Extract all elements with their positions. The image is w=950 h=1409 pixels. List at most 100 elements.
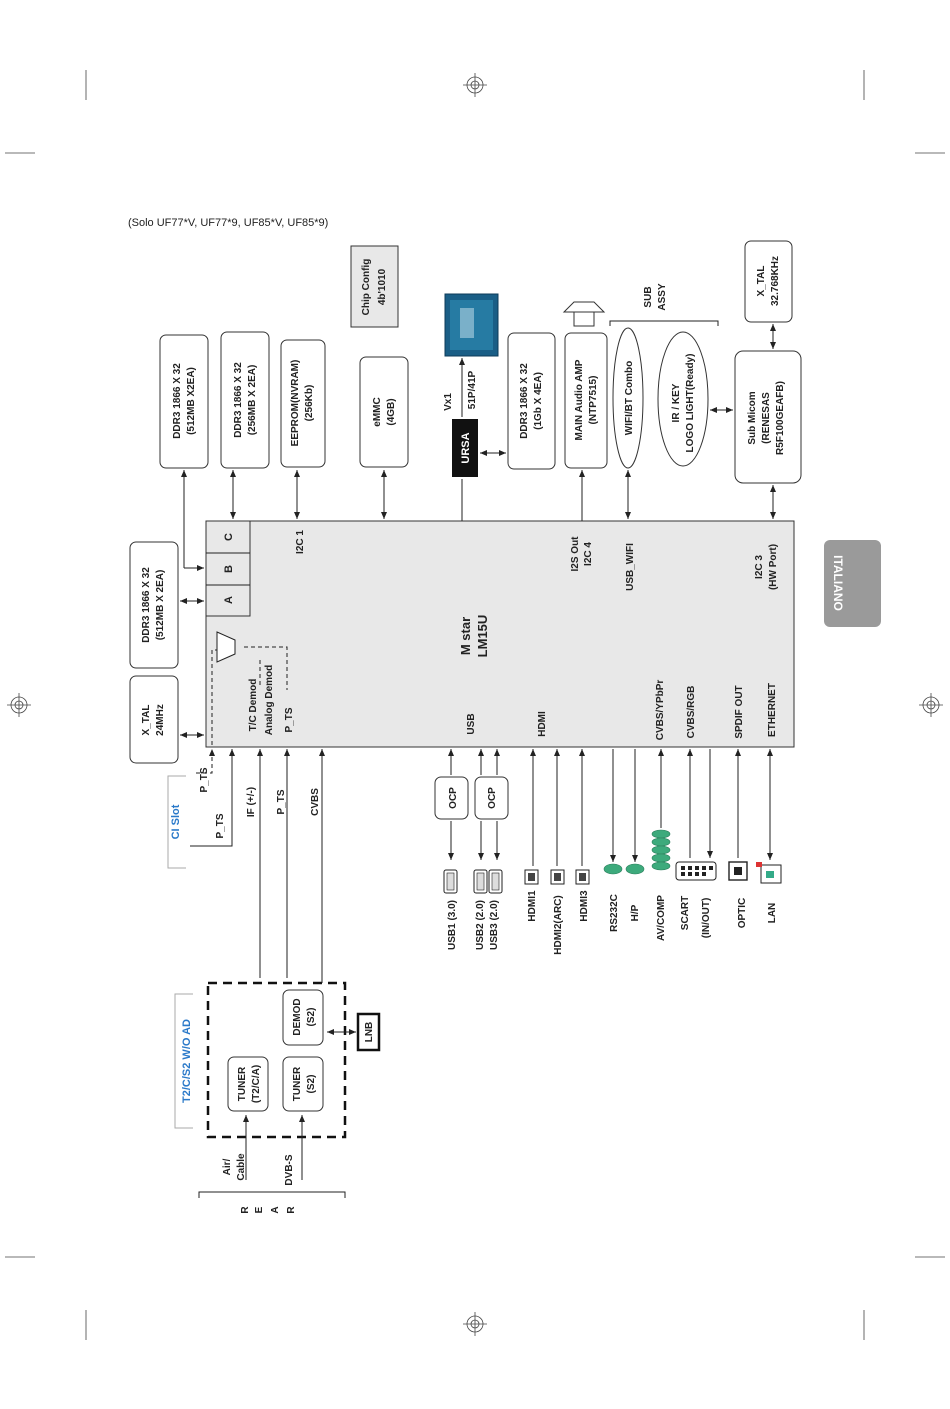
svg-text:A: A [270, 1206, 281, 1213]
soc-block: A B C M star LM15U I2C 1 I2S Out I2C 4 U… [205, 520, 795, 748]
soc-port-cvbs-rgb: CVBS/RGB [686, 686, 697, 739]
arrowheads [180, 324, 776, 1122]
svg-text:(RENESAS: (RENESAS [761, 392, 772, 444]
soc-port-a: A [223, 596, 235, 604]
ursa-block: URSA [452, 419, 478, 477]
svg-text:SUB: SUB [643, 286, 654, 307]
lan-label: LAN [767, 903, 778, 924]
lvds-pins-label: 51P/41P [467, 370, 478, 409]
sub-assy-bracket: SUB ASSY [609, 283, 719, 326]
svg-text:WIFI/BT Combo: WIFI/BT Combo [624, 361, 635, 435]
ci-pts-label-b: P_TS [215, 813, 226, 838]
ddr-a-block: DDR3 1866 X 32 (512MB X 2EA) [129, 541, 179, 669]
svg-text:R5F100GEAFB): R5F100GEAFB) [775, 381, 786, 455]
svg-text:X_TAL: X_TAL [141, 705, 152, 736]
hdmi-port-icon [575, 869, 590, 885]
vx1-label: Vx1 [443, 393, 454, 411]
hdmi2-label: HDMI2(ARC) [553, 895, 564, 954]
soc-port-ethernet: ETHERNET [767, 683, 778, 737]
soc-name-line1: M star [458, 617, 473, 655]
air-cable-label-1: Air/ [222, 1158, 233, 1175]
svg-text:E: E [254, 1206, 265, 1213]
usb2-label: USB2 (2.0) [475, 900, 486, 950]
svg-text:(S2): (S2) [306, 1075, 317, 1094]
speaker-icon [562, 301, 606, 327]
svg-text:X_TAL: X_TAL [756, 266, 767, 297]
registration-mark-bottom-icon [463, 1312, 487, 1336]
registration-mark-left-icon [7, 693, 31, 717]
usb3-label: USB3 (2.0) [489, 900, 500, 950]
svg-text:DDR3 1866 X 32: DDR3 1866 X 32 [233, 362, 244, 438]
registration-mark-top-icon [463, 73, 487, 97]
svg-text:T2/C/S2 W/O AD: T2/C/S2 W/O AD [181, 1019, 193, 1103]
model-note: (Solo UF77*V, UF77*9, UF85*V, UF85*9) [128, 217, 328, 229]
registration-mark-right-icon [919, 693, 943, 717]
scart-port-icon [675, 861, 717, 881]
svg-text:IR / KEY: IR / KEY [671, 383, 682, 422]
svg-text:OCP: OCP [448, 787, 459, 809]
crop-marks [5, 70, 945, 1340]
language-tab: ITALIANO [824, 540, 881, 627]
ddr-c-block: DDR3 1866 X 32 (256MB X 2EA) [220, 331, 270, 469]
rear-label: R E A R [198, 1191, 346, 1214]
usb-port-icon [443, 869, 458, 894]
svg-text:R: R [286, 1206, 297, 1214]
svg-text:Sub Micom: Sub Micom [747, 391, 758, 444]
ddr-b-block: DDR3 1866 X 32 (512MB X2EA) [159, 334, 209, 469]
soc-port-i2c4: I2C 4 [583, 542, 594, 566]
wifi-bt-block: WIFI/BT Combo [612, 327, 644, 469]
svg-text:URSA: URSA [460, 432, 472, 463]
svg-text:R: R [240, 1206, 251, 1214]
if-label: IF (+/-) [246, 787, 257, 817]
amplifier-icon [216, 631, 236, 663]
svg-text:TUNER: TUNER [292, 1066, 303, 1101]
ci-slot-block: CI Slot [167, 775, 186, 869]
svg-text:DEMOD: DEMOD [292, 998, 303, 1035]
soc-port-c: C [223, 533, 235, 541]
svg-text:(512MB X 2EA): (512MB X 2EA) [155, 570, 166, 641]
soc-port-analog-demod: Analog Demod [264, 665, 275, 736]
ir-key-block: IR / KEY LOGO LIGHT(Ready) [657, 331, 709, 467]
ddr-ursa-block: DDR3 1866 X 32 (1Gb X 4EA) [507, 332, 556, 470]
hdmi-port-icon [524, 869, 539, 885]
svg-text:(S2): (S2) [306, 1008, 317, 1027]
main-amp-block: MAIN Audio AMP (NTP7515) [564, 332, 608, 469]
lnb-block: LNB [356, 1012, 381, 1052]
svg-text:OCP: OCP [487, 787, 498, 809]
dvbs-label: DVB-S [284, 1154, 295, 1185]
soc-port-i2s-out: I2S Out [570, 536, 581, 572]
rs232-label: RS232C [609, 894, 620, 932]
svg-text:DDR3 1866 X 32: DDR3 1866 X 32 [172, 363, 183, 439]
svg-text:(512MB X2EA): (512MB X2EA) [186, 367, 197, 435]
ci-pts-label-a: P_TS [199, 767, 210, 792]
air-cable-label-2: Cable [236, 1153, 247, 1181]
svg-text:DDR3 1866 X 32: DDR3 1866 X 32 [519, 363, 530, 439]
soc-port-tc-demod: T/C Demod [248, 679, 259, 732]
optic-port-icon [728, 861, 748, 881]
sub-micom-block: Sub Micom (RENESAS R5F100GEAFB) [734, 350, 802, 484]
svg-text:(4GB): (4GB) [386, 398, 397, 425]
svg-text:LOGO LIGHT(Ready): LOGO LIGHT(Ready) [685, 354, 696, 453]
ocp-block-2: OCP [474, 776, 509, 820]
scart-inout-label: (IN/OUT) [701, 898, 712, 939]
svg-text:(256MB X 2EA): (256MB X 2EA) [247, 365, 258, 436]
soc-port-usb: USB [466, 713, 477, 734]
frontend-block: TUNER (T2/C/A) TUNER (S2) DEMOD (S2) [206, 981, 347, 1139]
xtal-24m-block: X_TAL 24MHz [129, 675, 179, 764]
svg-text:4b'1010: 4b'1010 [377, 268, 388, 305]
hdmi-port-icon [550, 869, 565, 885]
panel-image [444, 293, 499, 357]
optic-label: OPTIC [737, 898, 748, 929]
svg-text:(T2/C/A): (T2/C/A) [251, 1065, 262, 1103]
svg-text:(256Kb): (256Kb) [304, 385, 315, 422]
soc-port-b: B [223, 565, 235, 573]
svg-text:eMMC: eMMC [372, 397, 383, 426]
hp-label: H/P [630, 904, 641, 921]
soc-port-hdmi: HDMI [537, 711, 548, 737]
soc-port-usb-wifi: USB_WIFI [625, 543, 636, 591]
emmc-block: eMMC (4GB) [359, 356, 409, 468]
svg-text:(1Gb X 4EA): (1Gb X 4EA) [533, 372, 544, 430]
scart-label: SCART [680, 896, 691, 930]
svg-text:24MHz: 24MHz [155, 704, 166, 736]
usb-port-icon [473, 869, 503, 894]
